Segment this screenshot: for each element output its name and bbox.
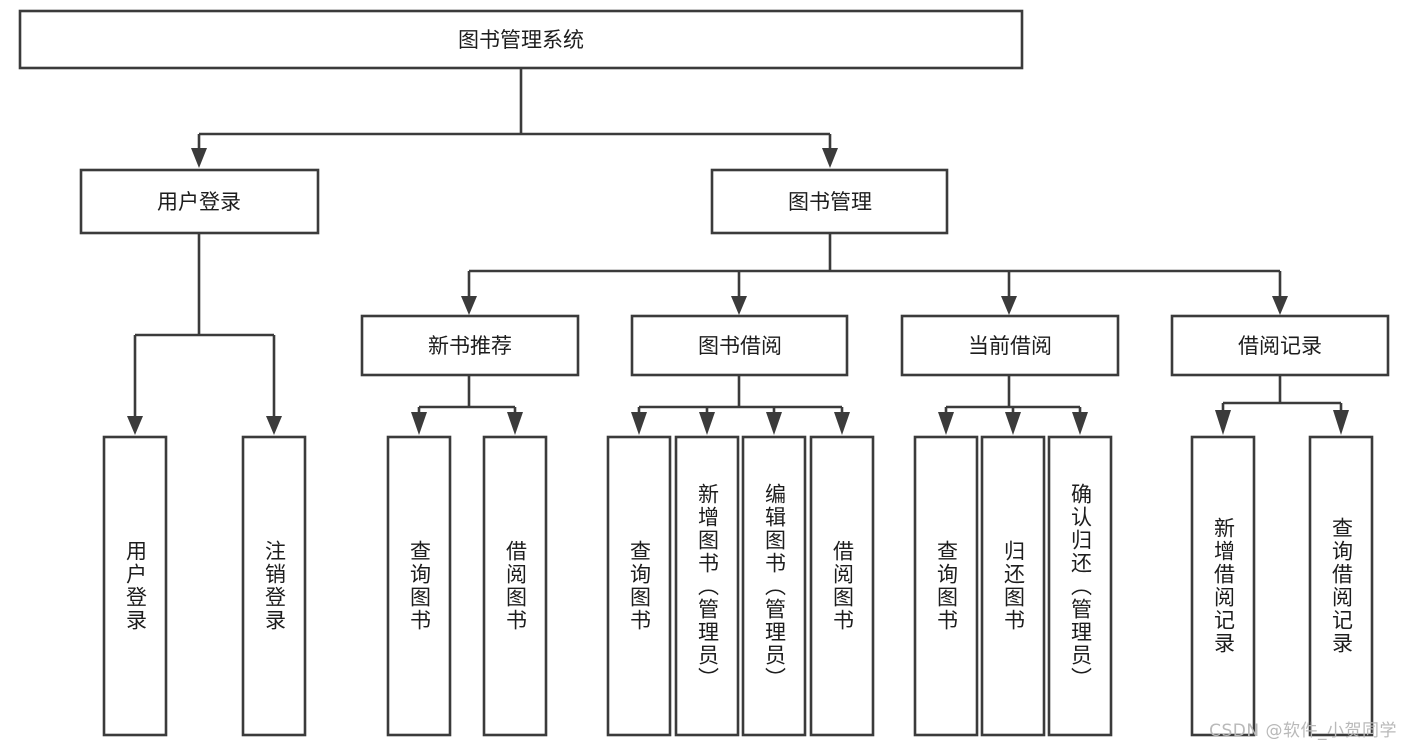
node-box-leaf-add-record[interactable] [1190,435,1256,737]
arrow-head-borrow-record [1272,296,1288,315]
node-box-leaf-user-login[interactable] [102,435,168,737]
node-borrow-record[interactable]: 借阅记录 [1170,314,1390,377]
arrow-head-leaf-query-book-rec [411,412,427,435]
arrow-head-leaf-logout [266,416,282,435]
node-new-book-rec[interactable]: 新书推荐 [360,314,580,377]
leaf-label-edit-book: 编辑图书（管理员） [762,482,787,690]
leaf-label-query-record: 查询借阅记录 [1329,517,1354,655]
node-box-leaf-return-book[interactable] [980,435,1046,737]
node-box-leaf-logout[interactable] [241,435,307,737]
node-label-root: 图书管理系统 [458,28,584,52]
arrow-head-leaf-query-book-cb [938,412,954,435]
leaf-label-query-book-rec: 查询图书 [407,540,432,632]
node-box-leaf-query-book-cb[interactable] [913,435,979,737]
connector-group-root [191,68,838,168]
node-box-book-borrow[interactable] [630,314,849,377]
arrow-head-new-book-rec [461,296,477,315]
csdn-watermark: CSDN @软件_小贺同学 [1209,721,1397,741]
connector-group-borrow-record [1215,375,1349,435]
leaf-label-logout: 注销登录 [262,540,287,632]
node-box-leaf-query-book-rec[interactable] [386,435,452,737]
arrow-head-leaf-user-login [127,416,143,435]
node-label-book-manage: 图书管理 [788,190,872,214]
connector-group-user-login [127,233,282,435]
node-current-borrow[interactable]: 当前借阅 [900,314,1120,377]
node-label-borrow-record: 借阅记录 [1238,334,1322,358]
arrow-head-user-login [191,148,207,168]
node-root-system[interactable]: 图书管理系统 [18,9,1024,70]
node-box-new-book-rec[interactable] [360,314,580,377]
node-label-new-book-rec: 新书推荐 [428,334,512,358]
node-book-manage[interactable]: 图书管理 [710,168,949,235]
node-box-leaf-borrow-book-rec[interactable] [482,435,548,737]
arrow-head-leaf-query-book-bb [631,412,647,435]
connector-group-current-borrow [938,375,1088,435]
leaf-label-add-record: 新增借阅记录 [1211,517,1236,655]
arrow-head-current-borrow [1001,296,1017,315]
leaf-label-user-login: 用户登录 [123,540,148,632]
node-label-user-login: 用户登录 [157,190,241,214]
arrow-head-leaf-confirm-return [1072,412,1088,435]
node-box-user-login[interactable] [79,168,320,235]
node-box-leaf-add-book[interactable] [674,435,740,737]
node-box-leaf-confirm-return[interactable] [1047,435,1113,737]
leaf-label-add-book: 新增图书（管理员） [695,482,720,690]
node-box-leaf-query-record[interactable] [1308,435,1374,737]
node-box-book-manage[interactable] [710,168,949,235]
node-label-current-borrow: 当前借阅 [968,334,1052,358]
arrow-head-leaf-return-book [1005,412,1021,435]
node-book-borrow[interactable]: 图书借阅 [630,314,849,377]
node-box-borrow-record[interactable] [1170,314,1390,377]
arrow-head-leaf-borrow-book-bb [834,412,850,435]
arrow-head-leaf-query-record [1333,410,1349,435]
leaf-label-confirm-return: 确认归还（管理员） [1068,482,1093,690]
connector-group-book-manage [461,233,1288,315]
node-box-leaf-query-book-bb[interactable] [606,435,672,737]
node-box-current-borrow[interactable] [900,314,1120,377]
arrow-head-leaf-borrow-book-rec [507,412,523,435]
leaf-boxes-group [102,435,1374,737]
arrow-head-book-borrow [731,296,747,315]
connector-group-new-book-rec [411,375,523,435]
node-box-leaf-borrow-book-bb[interactable] [809,435,875,737]
arrow-head-leaf-add-book [699,412,715,435]
connector-group-book-borrow [631,375,850,435]
node-box-root[interactable] [18,9,1024,70]
leaf-label-return-book: 归还图书 [1001,540,1026,632]
leaf-label-query-book-cb: 查询图书 [934,540,959,632]
leaf-label-borrow-book-bb: 借阅图书 [830,540,855,632]
node-user-login[interactable]: 用户登录 [79,168,320,235]
arrow-head-book-manage [822,148,838,168]
leaf-label-query-book-bb: 查询图书 [627,540,652,632]
node-label-book-borrow: 图书借阅 [698,334,782,358]
node-box-leaf-edit-book[interactable] [741,435,807,737]
arrow-head-leaf-add-record [1215,410,1231,435]
leaf-label-borrow-book-rec: 借阅图书 [503,540,528,632]
arrow-head-leaf-edit-book [766,412,782,435]
